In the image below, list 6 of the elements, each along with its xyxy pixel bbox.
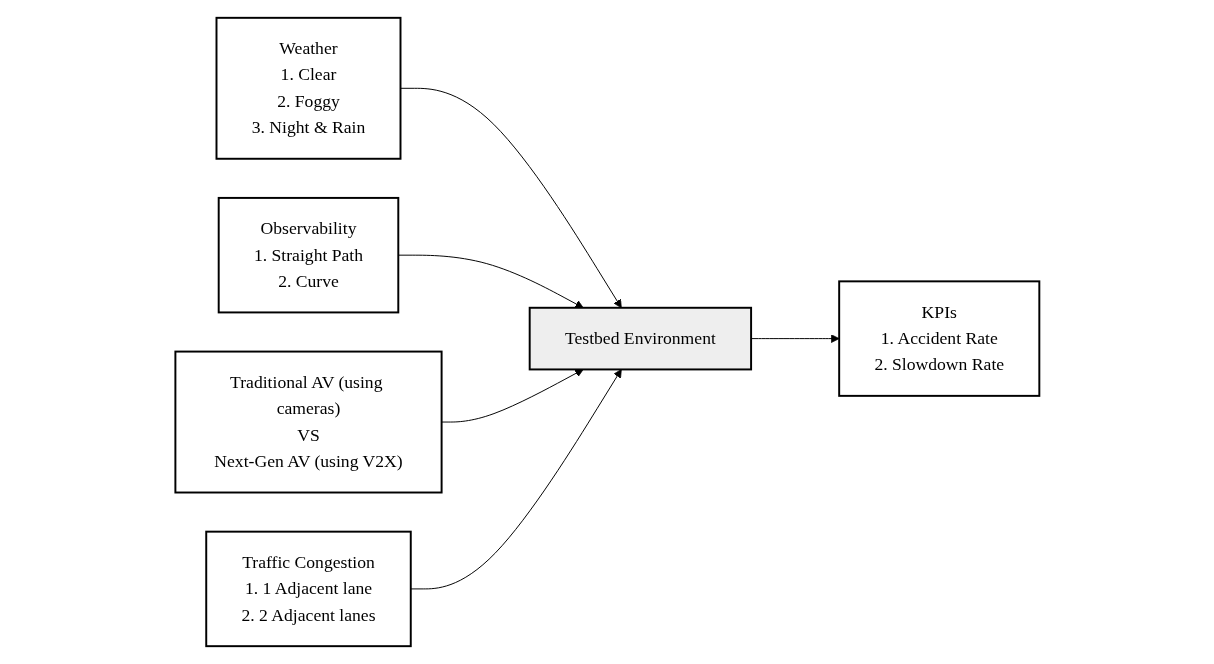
node-box: Testbed Environment (528, 306, 752, 371)
node-box: Weather 1. Clear 2. Foggy 3. Night & Rain (215, 16, 402, 160)
node-box: Traditional AV (using cameras) VS Next-Gen AV (using V2X) (174, 350, 443, 494)
node-box: KPIs 1. Accident Rate 2. Slowdown Rate (837, 280, 1040, 397)
node-box: Traffic Congestion 1. 1 Adjacent lane 2. 2 Adjacent lanes (204, 530, 412, 648)
node-box: Observability 1. Straight Path 2. Curve (217, 196, 399, 314)
